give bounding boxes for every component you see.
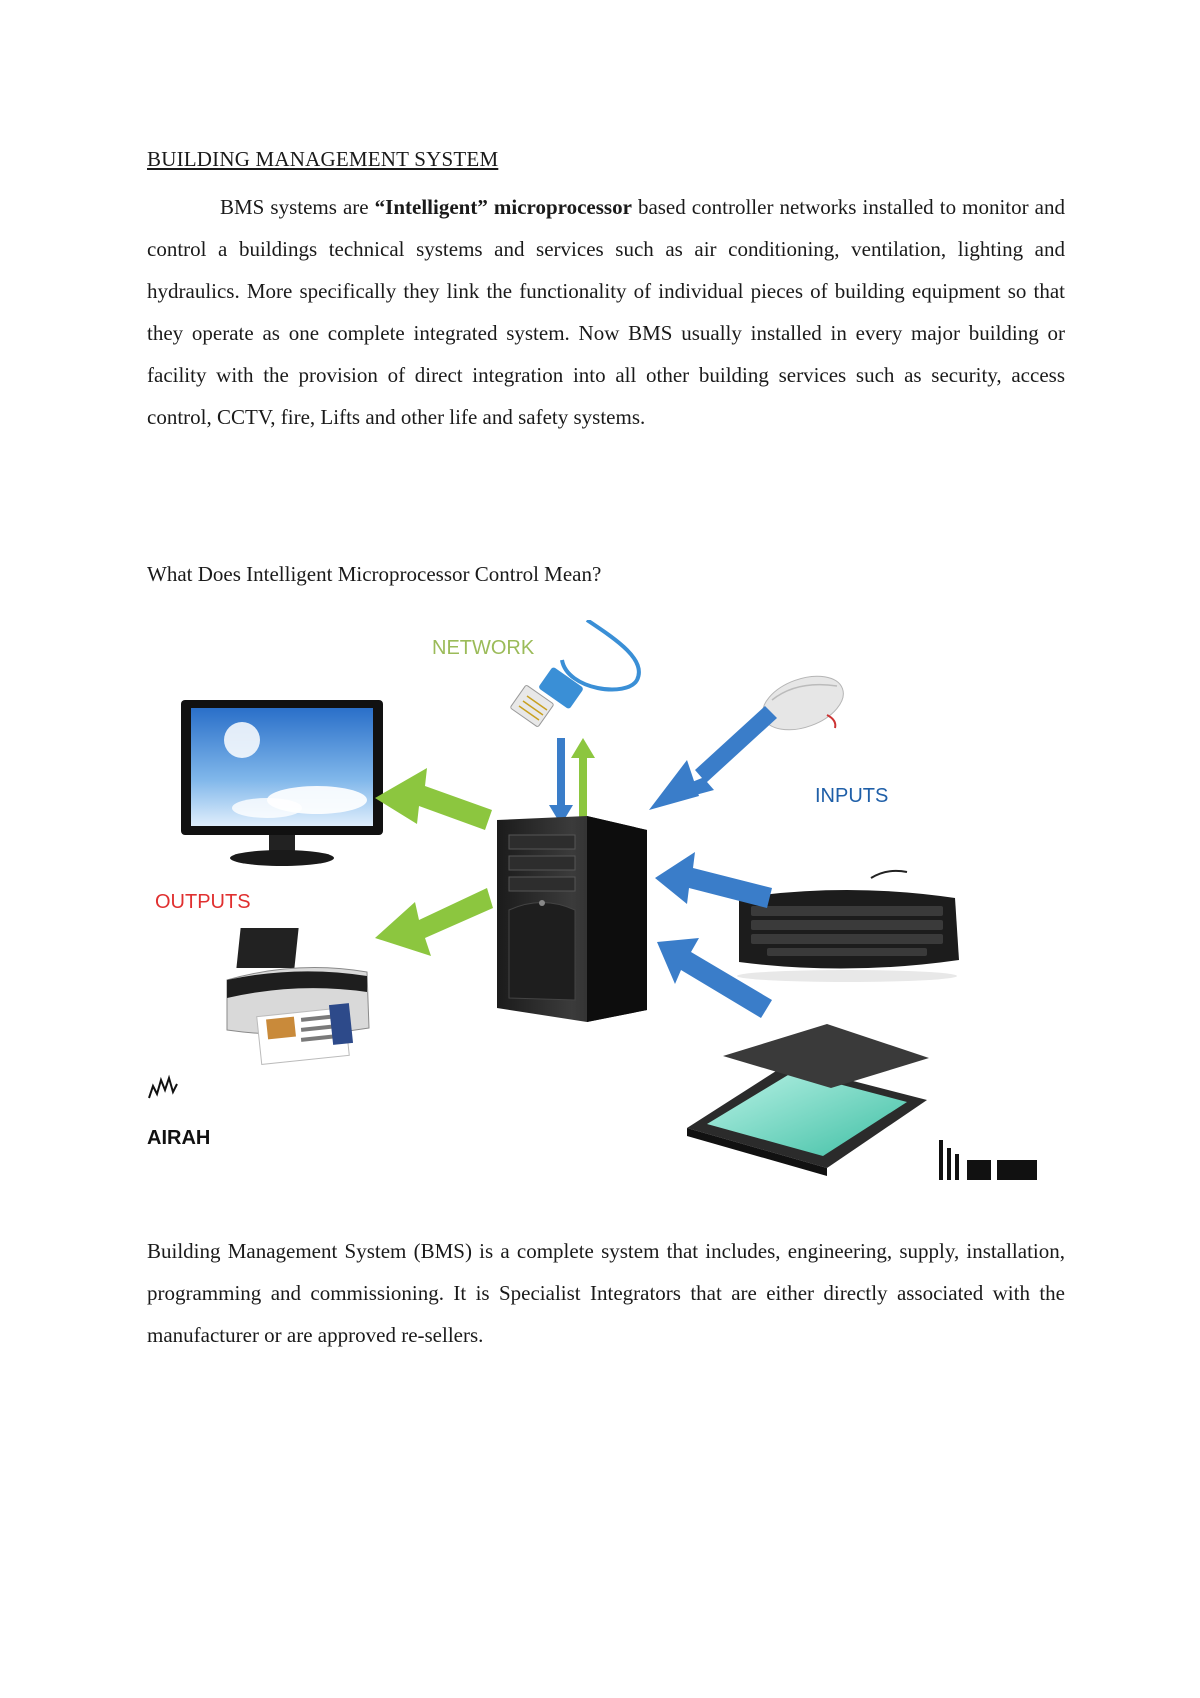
mouse-icon <box>746 675 844 739</box>
em-logo <box>939 1140 1037 1180</box>
printer-icon <box>226 928 370 1066</box>
airah-logo: AIRAH <box>147 1074 210 1149</box>
scanner-icon <box>687 1024 929 1176</box>
bms-definition-paragraph: Building Management System (BMS) is a co… <box>147 1239 1065 1347</box>
input-arrowhead-mouse <box>649 760 699 810</box>
input-arrow-mouse <box>667 706 777 800</box>
page-title: BUILDING MANAGEMENT SYSTEM <box>147 147 499 171</box>
intro-paragraph: BMS systems are “Intelligent” microproce… <box>147 186 1065 438</box>
monitor-icon <box>181 700 383 866</box>
keyboard-icon <box>737 869 959 982</box>
outputs-label: OUTPUTS <box>155 891 251 913</box>
computer-tower-icon <box>497 816 647 1022</box>
section-subheading: What Does Intelligent Microprocessor Con… <box>147 562 602 586</box>
intro-lead: BMS systems are <box>220 195 375 219</box>
network-arrows <box>549 738 595 825</box>
output-arrow-monitor <box>375 768 492 830</box>
input-arrow-scanner <box>657 938 772 1018</box>
inputs-label: INPUTS <box>815 785 888 807</box>
airah-logo-text: AIRAH <box>147 1127 210 1149</box>
output-arrow-printer <box>375 888 493 956</box>
intro-rest: based controller networks installed to m… <box>147 195 1065 429</box>
intro-bold-term: “Intelligent” microprocessor <box>374 195 632 219</box>
bms-diagram: NETWORK INPUTS <box>147 620 1037 1180</box>
network-label: NETWORK <box>432 637 535 659</box>
input-arrow-keyboard <box>655 852 772 908</box>
network-cable-icon <box>510 620 641 727</box>
